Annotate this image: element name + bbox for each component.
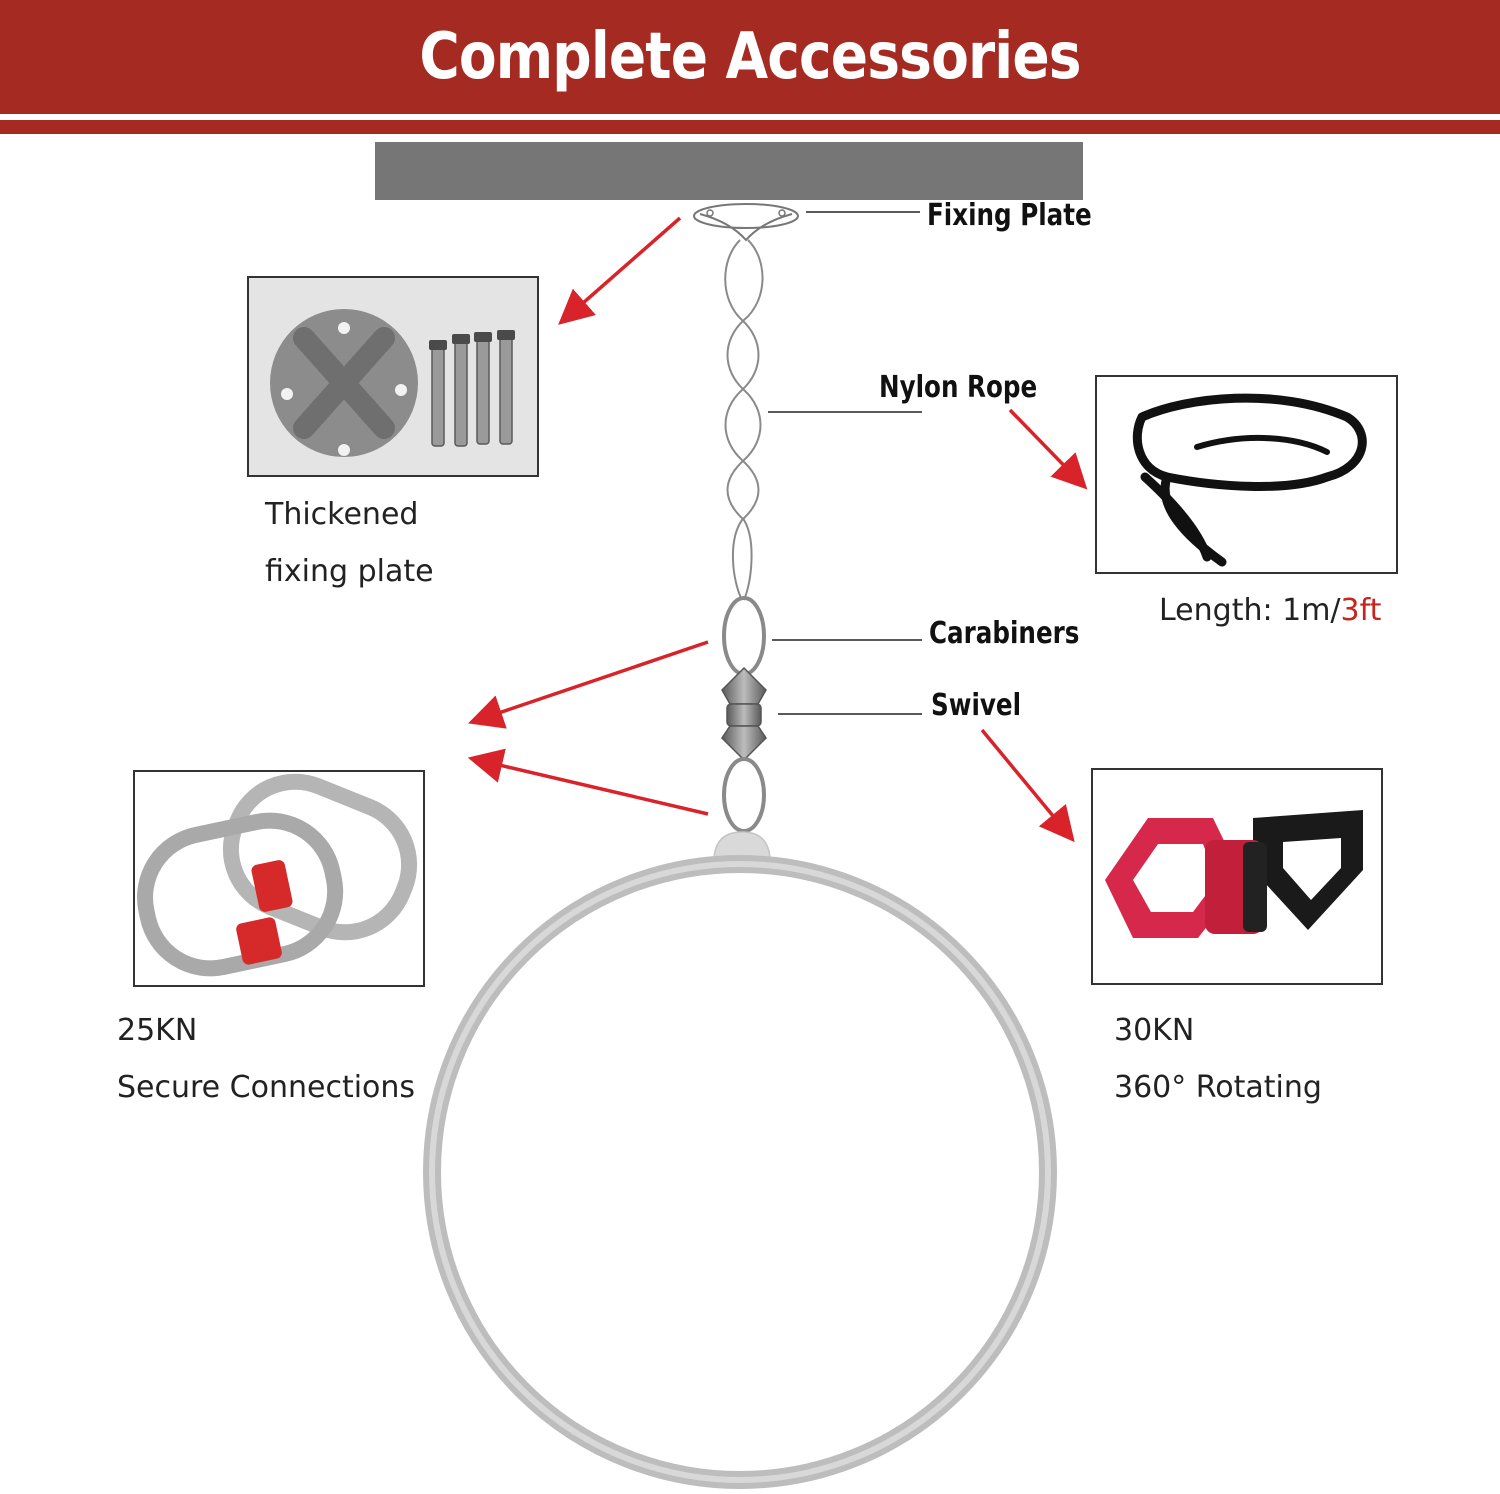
carabiner-desc-line1: 25KN <box>117 1013 198 1048</box>
label-nylon-rope: Nylon Rope <box>879 370 1038 405</box>
rope-length: Length: 1m/3ft <box>1159 582 1381 639</box>
upper-carabiner-drawing <box>722 596 766 676</box>
label-swivel: Swivel <box>931 688 1022 723</box>
label-carabiners: Carabiners <box>929 616 1080 651</box>
fixing-plate-desc-line1: Thickened <box>265 497 419 532</box>
aerial-hoop <box>423 855 1057 1489</box>
swivel-desc-line1: 30KN <box>1114 1013 1195 1048</box>
rope-length-metric: Length: 1m/ <box>1159 593 1341 628</box>
ceiling-beam <box>375 142 1083 200</box>
swivel-photo <box>1091 768 1383 985</box>
daisy-chain-icon <box>1132 393 1367 567</box>
swivel-icon <box>1105 810 1363 938</box>
header-banner <box>0 0 1500 114</box>
carabiner-photo <box>133 770 425 987</box>
pointer-arrows <box>467 216 1088 843</box>
swivel-drawing <box>721 666 767 762</box>
hoop-tab <box>713 831 771 859</box>
page-title: Complete Accessories <box>419 20 1081 94</box>
nylon-rope-photo <box>1095 375 1398 574</box>
carabiner-icon <box>137 773 418 977</box>
lower-carabiner-drawing <box>722 757 766 833</box>
label-fixing-plate: Fixing Plate <box>927 198 1092 233</box>
fixing-plate-drawing <box>693 203 799 242</box>
header-underline <box>0 120 1500 134</box>
fixing-plate-desc-line2: fixing plate <box>265 554 434 589</box>
fixing-plate-photo <box>247 276 539 477</box>
fixing-plate-icon <box>270 309 515 457</box>
swivel-desc-line2: 360° Rotating <box>1114 1070 1322 1105</box>
rope-length-feet: 3ft <box>1340 593 1382 628</box>
carabiner-desc-line2: Secure Connections <box>117 1070 416 1105</box>
nylon-rope-drawing <box>724 239 764 601</box>
leader-lines <box>768 211 922 715</box>
